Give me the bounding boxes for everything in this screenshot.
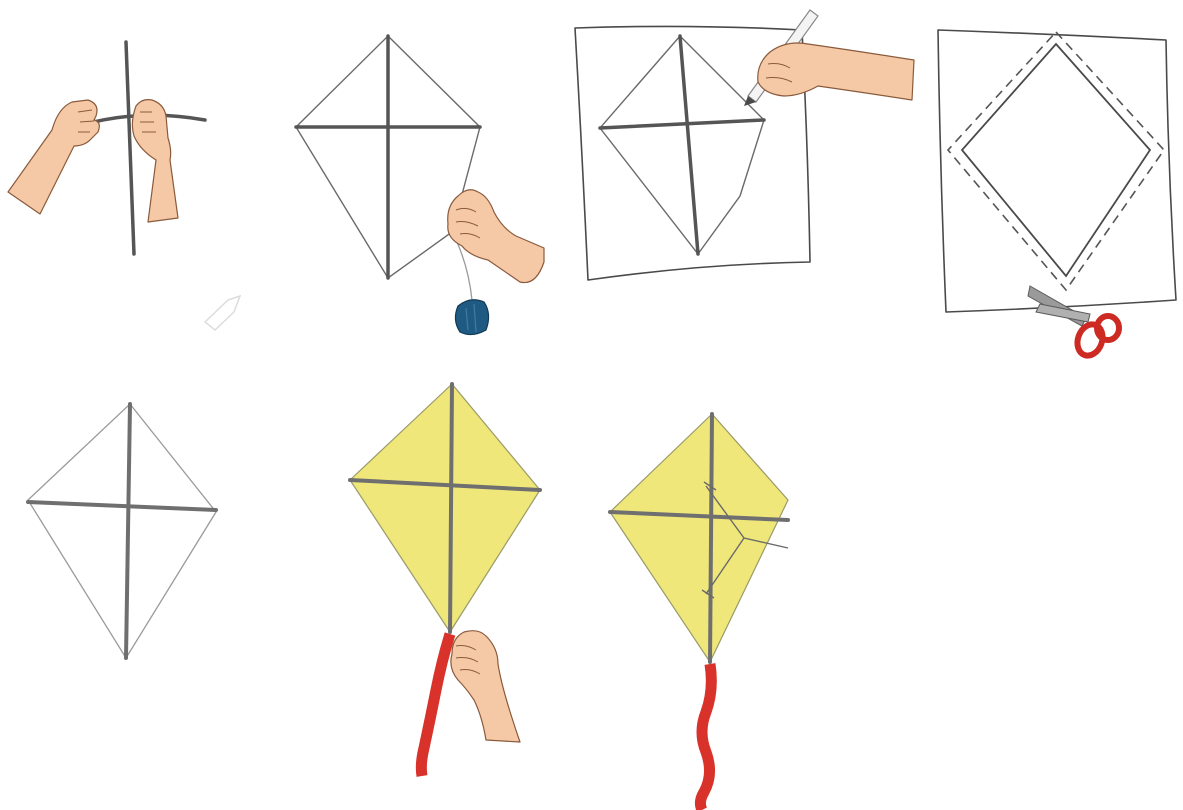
right-hand-icon bbox=[131, 99, 179, 223]
scissors-icon bbox=[1027, 285, 1122, 359]
cross-stick bbox=[348, 478, 542, 492]
step-6-covered-kite bbox=[348, 382, 542, 777]
hand-holding-string-icon bbox=[447, 189, 545, 284]
faded-spool-icon bbox=[203, 294, 242, 331]
kite-sail bbox=[349, 383, 541, 633]
step-1-tying-sticks bbox=[7, 40, 242, 331]
step-5-kite-frame bbox=[26, 402, 218, 660]
hand-with-pencil-icon bbox=[757, 42, 915, 101]
spine-stick bbox=[708, 412, 714, 664]
kite-sail bbox=[609, 413, 789, 663]
spine-stick bbox=[678, 34, 700, 256]
tail-ribbon bbox=[694, 663, 717, 810]
cross-stick bbox=[598, 118, 766, 130]
cross-stick bbox=[608, 510, 790, 522]
step-4-cutting-paper bbox=[937, 29, 1177, 359]
left-hand-icon bbox=[7, 99, 100, 215]
step-2-stringing-frame bbox=[294, 34, 545, 336]
step-3-tracing-paper bbox=[574, 9, 915, 281]
kite-outline bbox=[960, 42, 1152, 278]
paper-sheet bbox=[937, 29, 1177, 313]
vertical-stick bbox=[124, 40, 136, 256]
bridle-string-icon bbox=[701, 481, 789, 599]
spine-stick bbox=[124, 402, 132, 660]
step-7-finished-kite bbox=[608, 412, 790, 810]
cut-line-dashed bbox=[946, 30, 1166, 292]
spine-stick bbox=[448, 382, 454, 634]
string-spool-icon bbox=[454, 299, 490, 336]
hand-holding-tail-icon bbox=[450, 630, 521, 743]
cross-stick bbox=[26, 500, 218, 512]
tail-ribbon bbox=[415, 632, 456, 777]
